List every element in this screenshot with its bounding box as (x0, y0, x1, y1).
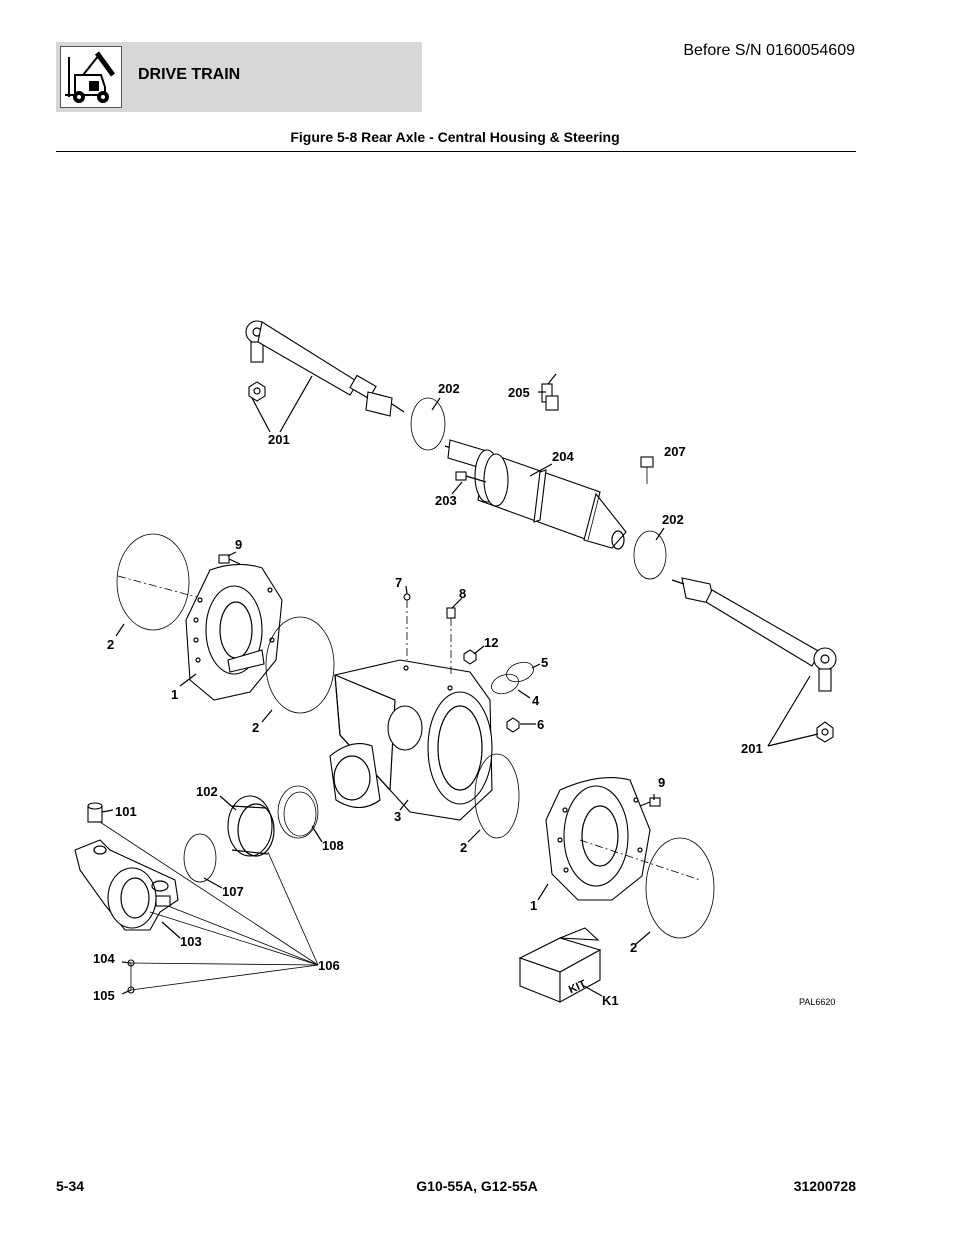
callout-201: 201 (741, 741, 763, 756)
seal-ring (645, 837, 715, 939)
callout-1: 1 (171, 687, 178, 702)
seal-ring (633, 530, 667, 580)
callout-2: 2 (460, 840, 467, 855)
breather-7 (403, 593, 411, 660)
section-title: DRIVE TRAIN (138, 66, 241, 83)
callout-205: 205 (508, 385, 530, 400)
callout-103: 103 (180, 934, 202, 949)
grease-fitting (541, 373, 559, 411)
callout-105: 105 (93, 988, 115, 1003)
callout-1: 1 (530, 898, 537, 913)
callout-207: 207 (664, 444, 686, 459)
page-number: 5-34 (56, 1178, 85, 1194)
axle-flange-lower (545, 777, 651, 901)
callout-202: 202 (662, 512, 684, 527)
fitting-101 (87, 802, 103, 823)
callout-12: 12 (484, 635, 498, 650)
callout-2: 2 (630, 940, 637, 955)
o-ring-4 (491, 673, 519, 695)
callout-106: 106 (318, 958, 340, 973)
central-housing (329, 659, 493, 821)
callout-201: 201 (268, 432, 290, 447)
callout-9: 9 (658, 775, 665, 790)
callout-7: 7 (395, 575, 402, 590)
plug-8 (446, 607, 456, 676)
title-rule (56, 151, 856, 152)
callout-202: 202 (438, 381, 460, 396)
seal-ring (116, 533, 190, 631)
nut-6 (506, 717, 520, 733)
tie-rod-left (245, 320, 405, 417)
kit-box: KIT (518, 927, 602, 1003)
figure-title: Figure 5-8 Rear Axle - Central Housing &… (290, 129, 620, 145)
bolt-203 (455, 471, 487, 483)
callout-107: 107 (222, 884, 244, 899)
callout-3: 3 (394, 809, 401, 824)
callout-2: 2 (107, 637, 114, 652)
callout-K1: K1 (602, 993, 619, 1008)
o-ring-5 (506, 661, 534, 683)
axle-flange-upper (185, 563, 283, 701)
model-numbers: G10-55A, G12-55A (416, 1178, 538, 1194)
callout-104: 104 (93, 951, 115, 966)
callout-108: 108 (322, 838, 344, 853)
forklift-icon (60, 46, 122, 108)
bolt-9-upper (218, 554, 241, 565)
callout-102: 102 (196, 784, 218, 799)
tie-rod-right (671, 577, 837, 743)
seal-ring (265, 616, 335, 714)
plug-207 (640, 456, 654, 484)
steering-cylinder (444, 439, 627, 550)
serial-number: Before S/N 0160054609 (683, 42, 855, 59)
callout-2: 2 (252, 720, 259, 735)
seal-107 (183, 833, 217, 883)
seal-108 (277, 785, 319, 839)
callout-203: 203 (435, 493, 457, 508)
callout-8: 8 (459, 586, 466, 601)
callout-101: 101 (115, 804, 137, 819)
pivot-bracket-103 (74, 839, 179, 931)
callout-4: 4 (532, 693, 540, 708)
callout-5: 5 (541, 655, 548, 670)
callout-9: 9 (235, 537, 242, 552)
bolt-9-lower (639, 797, 661, 807)
bearing-102 (227, 795, 275, 857)
callout-204: 204 (552, 449, 574, 464)
section-header: DRIVE TRAIN (56, 42, 422, 112)
drawing-code: PAL6620 (799, 997, 835, 1007)
seal-ring (410, 397, 446, 451)
document-number: 31200728 (793, 1178, 856, 1194)
nut-12 (463, 649, 477, 665)
callout-6: 6 (537, 717, 544, 732)
seal-ring (474, 753, 520, 839)
